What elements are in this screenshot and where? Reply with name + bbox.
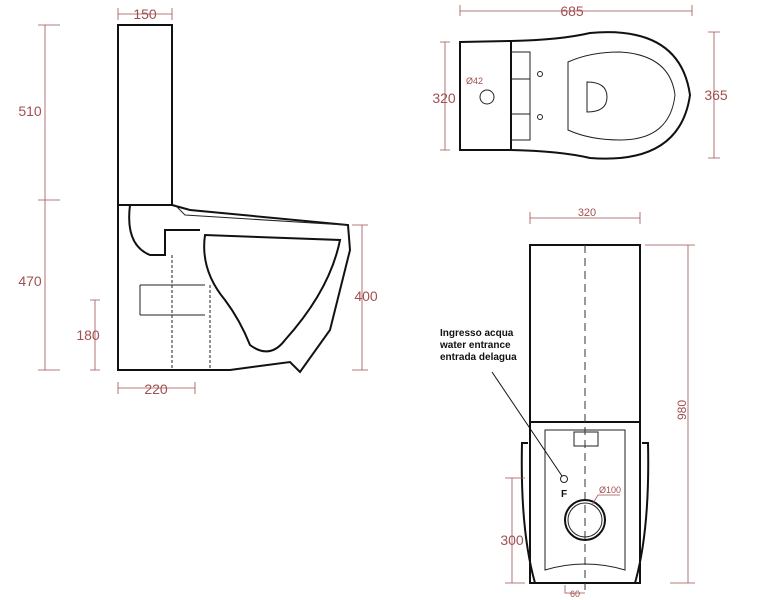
water-inlet-marker	[560, 475, 568, 483]
side-view: 150 510 470 180 220 400	[18, 6, 378, 397]
annotation-line-3: entrada delagua	[440, 352, 517, 363]
side-flush-channel	[128, 204, 200, 256]
top-view: Ø42 685 320 365	[432, 3, 728, 160]
dim-220: 220	[144, 381, 168, 397]
dim-365: 365	[704, 87, 728, 103]
dim-150: 150	[133, 6, 157, 22]
side-bowl-outline	[117, 204, 352, 374]
annotation-line-1: Ingresso acqua	[440, 328, 514, 339]
front-view: F Ingresso acqua water entrance entrada …	[439, 207, 695, 599]
dim-510: 510	[18, 103, 42, 119]
front-outlet	[564, 499, 606, 541]
side-bowl-trap	[203, 233, 342, 353]
top-tank	[459, 39, 512, 151]
inlet-label-f: F	[561, 489, 567, 500]
top-inlet-hole	[479, 89, 495, 105]
dim-300: 300	[500, 532, 524, 548]
dim-685: 685	[560, 3, 584, 19]
dim-d42: Ø42	[466, 76, 483, 86]
front-flare	[520, 442, 650, 584]
dim-320-top: 320	[432, 90, 456, 106]
dim-d100: Ø100	[599, 485, 621, 495]
side-hidden-lines	[171, 255, 211, 370]
side-seat-line	[174, 204, 346, 226]
dim-980: 980	[675, 400, 689, 420]
top-bowl-opening	[567, 51, 676, 141]
dim-470: 470	[18, 273, 42, 289]
dim-320-front: 320	[578, 207, 596, 219]
side-tank	[117, 24, 173, 206]
dim-400: 400	[354, 288, 378, 304]
dim-60: 60	[570, 589, 580, 599]
dim-180: 180	[76, 327, 100, 343]
front-bowl-panel	[544, 429, 626, 571]
annotation-line-2: water entrance	[439, 340, 511, 351]
top-bowl	[510, 31, 692, 160]
